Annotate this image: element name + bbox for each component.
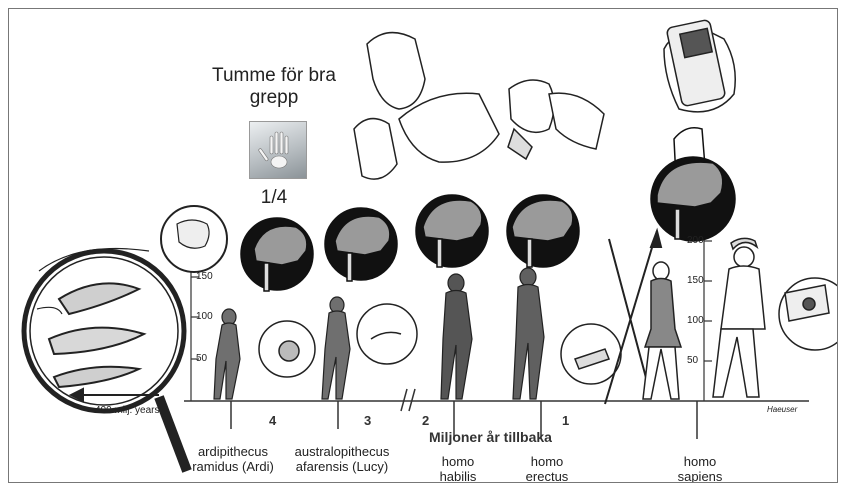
species-erectus: homo erectus [522, 455, 572, 483]
hands-tools-erectus [508, 80, 604, 159]
skull-habilis [416, 195, 488, 267]
hands-tools-habilis [354, 33, 499, 180]
figure-lucy [322, 297, 350, 399]
hand-phone [664, 19, 735, 112]
height-scale-left [191, 271, 199, 401]
hand-skeleton-icon [250, 122, 308, 180]
figure-sapiens-woman [643, 262, 681, 399]
fossil-magnifier [24, 249, 187, 472]
skull-sapiens [651, 128, 735, 241]
evolution-diagram: Tumme för bra grepp 1/4 400 milj. years … [8, 8, 838, 483]
thumb-caption: Tumme för bra grepp [209, 65, 339, 109]
axis-tick-1: 1 [562, 414, 569, 429]
fossil-scale-label: 400 milj. years [95, 405, 159, 417]
foot-circle [161, 206, 227, 272]
detail-circle-lucy [357, 304, 417, 364]
height-right-50: 50 [687, 355, 698, 367]
figure-sapiens-man [713, 238, 765, 397]
species-habilis: homo habilis [437, 455, 479, 483]
thumb-fraction: 1/4 [244, 187, 304, 209]
height-right-100: 100 [687, 315, 704, 327]
axis-tick-4: 4 [269, 414, 276, 429]
artist-signature: Haeuser [767, 405, 797, 414]
axis-tick-3: 3 [364, 414, 371, 429]
height-right-150: 150 [687, 275, 704, 287]
height-scale-right [704, 234, 712, 401]
figure-ardi [214, 309, 240, 399]
species-sapiens: homo sapiens [672, 455, 728, 483]
axis-tick-2: 2 [422, 414, 429, 429]
skull-ardi [241, 218, 313, 291]
skull-erectus [507, 195, 579, 267]
species-ardi: ardipithecus ramidus (Ardi) [191, 445, 275, 475]
axis-title: Miljoner år tillbaka [429, 429, 552, 445]
detail-circle-spear [561, 324, 621, 384]
thumb-skeleton-image [249, 121, 307, 179]
height-left-100: 100 [196, 311, 213, 323]
detail-circle-ardi [259, 321, 315, 377]
species-lucy: australopithecus afarensis (Lucy) [287, 445, 397, 475]
skull-lucy [325, 208, 397, 281]
figure-habilis [441, 274, 472, 399]
height-left-50: 50 [196, 353, 207, 365]
height-right-200: 200 [687, 235, 704, 247]
axis-break [401, 389, 415, 411]
height-left-150: 150 [196, 271, 213, 283]
detail-circle-laptop [779, 278, 838, 350]
